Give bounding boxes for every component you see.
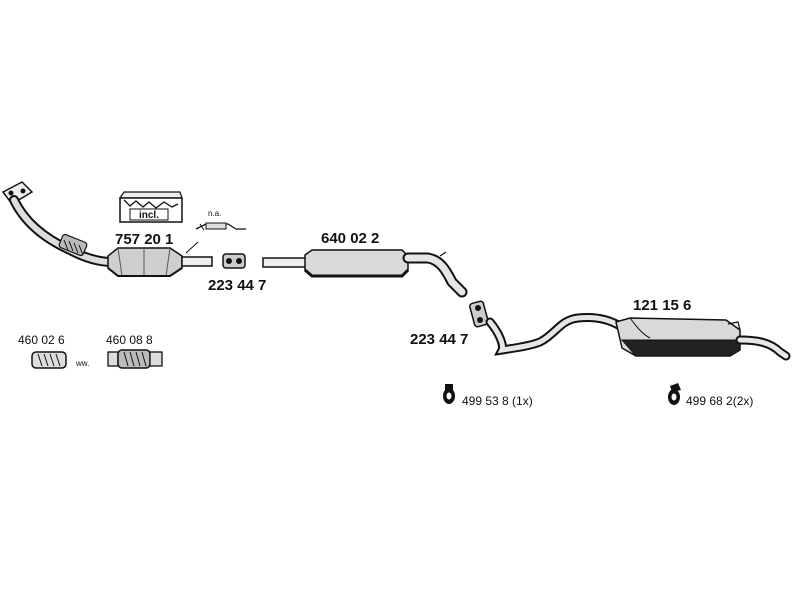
lambda-sensor: n.a. bbox=[195, 209, 246, 231]
middle-silencer bbox=[262, 249, 468, 298]
clamp-front bbox=[222, 253, 246, 269]
connector-alternative-note: ww. bbox=[75, 359, 89, 368]
sensor-note: n.a. bbox=[208, 209, 221, 218]
flex-section bbox=[58, 233, 88, 257]
pointer-line bbox=[185, 241, 199, 254]
kit-label: incl. bbox=[139, 210, 159, 221]
hanger-b-icon bbox=[668, 383, 681, 405]
part-number-clamp-front: 223 44 7 bbox=[208, 277, 266, 294]
connector-b bbox=[107, 349, 163, 369]
part-number-clamp-rear: 223 44 7 bbox=[410, 331, 468, 348]
part-number-middle-silencer: 640 02 2 bbox=[321, 230, 379, 247]
clamp-rear bbox=[469, 300, 489, 328]
catalytic-converter-body bbox=[107, 247, 183, 277]
connector-a bbox=[31, 351, 67, 369]
part-number-connector-a: 460 02 6 bbox=[18, 333, 65, 347]
part-number-hanger-a: 499 53 8 (1x) bbox=[462, 394, 533, 408]
part-number-catalytic-converter: 757 20 1 bbox=[115, 231, 173, 248]
part-number-connector-b: 460 08 8 bbox=[106, 333, 153, 347]
part-number-rear-silencer: 121 15 6 bbox=[633, 297, 691, 314]
installation-kit-box: incl. bbox=[118, 191, 183, 223]
part-number-hanger-b: 499 68 2(2x) bbox=[686, 394, 753, 408]
rear-silencer bbox=[485, 313, 791, 361]
hanger-a-icon bbox=[443, 384, 455, 404]
catalytic-converter-assembly bbox=[1, 181, 213, 277]
